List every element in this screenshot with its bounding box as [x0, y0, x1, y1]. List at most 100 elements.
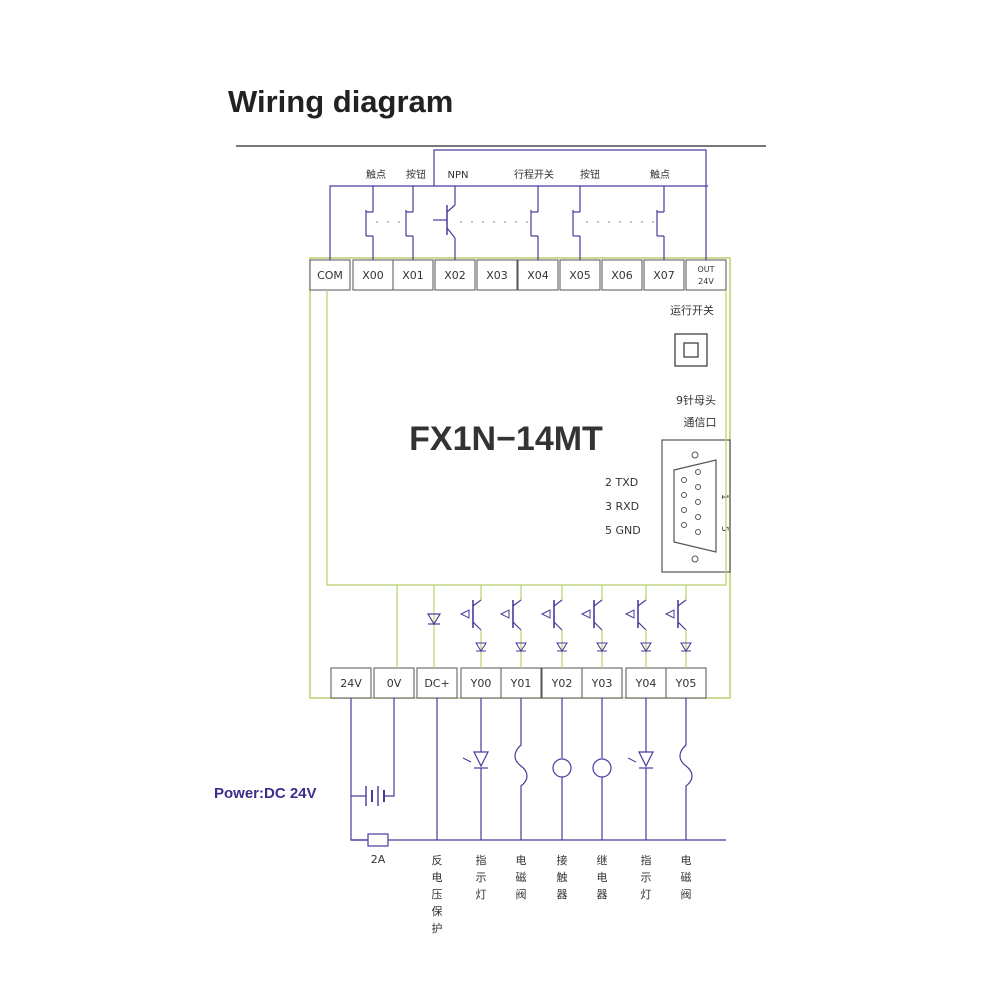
input-terminal-label: X02 — [444, 269, 466, 282]
connector-number-5: 5 — [719, 526, 729, 532]
serial-label-line2: 通信口 — [684, 416, 717, 429]
input-terminal-box — [559, 259, 601, 291]
input-terminal-box — [309, 259, 351, 291]
pin-label-rxd: 3 RXD — [605, 500, 639, 513]
transistor-collector — [472, 599, 482, 607]
output-terminal-label: Y05 — [675, 677, 697, 690]
input-terminal-label: COM — [317, 269, 343, 282]
transistor-collector — [512, 599, 522, 607]
serial-screw-bottom — [691, 555, 699, 563]
input-device-label: 行程开关 — [514, 168, 554, 181]
output-device-label-char: 磁 — [516, 871, 527, 884]
power-label: Power:DC 24V — [214, 785, 317, 802]
output-device-label-char: 灯 — [476, 888, 487, 901]
out24v-wire — [433, 149, 707, 260]
optocoupler-arrow — [540, 609, 551, 619]
solenoid-coil — [514, 698, 528, 840]
indicator-led-ray — [627, 757, 637, 763]
transistor-emitter — [553, 621, 563, 631]
fuse-label: 2A — [371, 853, 386, 866]
input-device-label: NPN — [448, 170, 469, 181]
lamp-symbol — [552, 758, 572, 778]
input-terminal-label: X06 — [611, 269, 633, 282]
input-device-label: 触点 — [650, 168, 670, 181]
serial-pins — [681, 469, 701, 535]
run-switch-inner — [683, 342, 699, 358]
output-terminal-box — [581, 667, 623, 699]
output-terminal-label: Y04 — [635, 677, 657, 690]
input-terminal-box — [517, 259, 559, 291]
input-device-label: 按钮 — [406, 168, 426, 181]
flyback-diode — [556, 642, 568, 652]
output-terminal-label: 0V — [387, 677, 402, 690]
output-device-label-char: 器 — [557, 888, 568, 901]
output-device-label-char: 继 — [597, 854, 608, 867]
input-terminal-label: X00 — [362, 269, 384, 282]
input-terminal-box — [476, 259, 518, 291]
transistor-emitter — [637, 621, 647, 631]
output-device-label-char: 保 — [432, 904, 443, 918]
output-terminal-label: 24V — [340, 677, 362, 690]
output-device-label-char: 指 — [476, 853, 487, 867]
out24v-label-24v: 24V — [698, 277, 714, 286]
pin-label-txd: 2 TXD — [605, 476, 638, 489]
indicator-led — [638, 751, 654, 768]
fuse — [367, 833, 389, 847]
dcplus-diode — [426, 613, 442, 626]
optocoupler-arrow — [664, 609, 675, 619]
input-terminal-label: X03 — [486, 269, 508, 282]
output-terminal-box — [541, 667, 583, 699]
output-device-label-char: 护 — [432, 921, 443, 935]
pin-label-gnd: 5 GND — [605, 524, 641, 537]
out24v-label-out: OUT — [697, 265, 714, 274]
output-device-label-char: 阀 — [681, 887, 692, 901]
input-device-label: 触点 — [366, 168, 386, 181]
input-terminal-box — [434, 259, 476, 291]
input-terminal-label: X04 — [527, 269, 549, 282]
output-device-label-char: 反 — [432, 854, 443, 867]
run-switch-label: 运行开关 — [670, 303, 714, 317]
input-terminal-box — [601, 259, 643, 291]
flyback-diode — [640, 642, 652, 652]
output-device-label-char: 电 — [516, 854, 527, 867]
output-terminal-box — [460, 667, 502, 699]
lamp-symbol — [592, 758, 612, 778]
input-terminal-label: X05 — [569, 269, 591, 282]
flyback-diode — [596, 642, 608, 652]
run-switch — [674, 333, 708, 367]
output-device-label-char: 电 — [432, 871, 443, 884]
optocoupler-arrow — [459, 609, 470, 619]
output-device-label-char: 电 — [597, 871, 608, 884]
board-inner-line — [326, 290, 727, 586]
transistor-emitter — [593, 621, 603, 631]
plc-board — [309, 257, 731, 699]
transistor-emitter — [472, 621, 482, 631]
output-terminal-box — [330, 667, 372, 699]
transistor-emitter — [677, 621, 687, 631]
transistor-emitter — [512, 621, 522, 631]
output-device-label-char: 电 — [681, 854, 692, 867]
input-bus-wire — [329, 185, 708, 260]
output-device-label-char: 器 — [597, 888, 608, 901]
output-terminal-label: DC+ — [424, 677, 449, 690]
output-device-label-char: 指 — [641, 853, 652, 867]
optocoupler-arrow — [499, 609, 510, 619]
output-terminal-label: Y02 — [551, 677, 573, 690]
serial-label-line1: 9针母头 — [676, 393, 716, 407]
solenoid-coil — [679, 698, 693, 840]
transistor-collector — [677, 599, 687, 607]
input-device-label: 按钮 — [580, 168, 600, 181]
output-device-label-char: 压 — [432, 888, 443, 901]
serial-port-shell — [673, 459, 717, 553]
model-label: FX1N−14MT — [409, 420, 603, 458]
flyback-diode — [475, 642, 487, 652]
input-terminal-label: X07 — [653, 269, 675, 282]
transistor-collector — [593, 599, 603, 607]
indicator-led-ray — [462, 757, 472, 763]
output-device-label-char: 示 — [641, 871, 652, 884]
output-terminal-box — [416, 667, 458, 699]
